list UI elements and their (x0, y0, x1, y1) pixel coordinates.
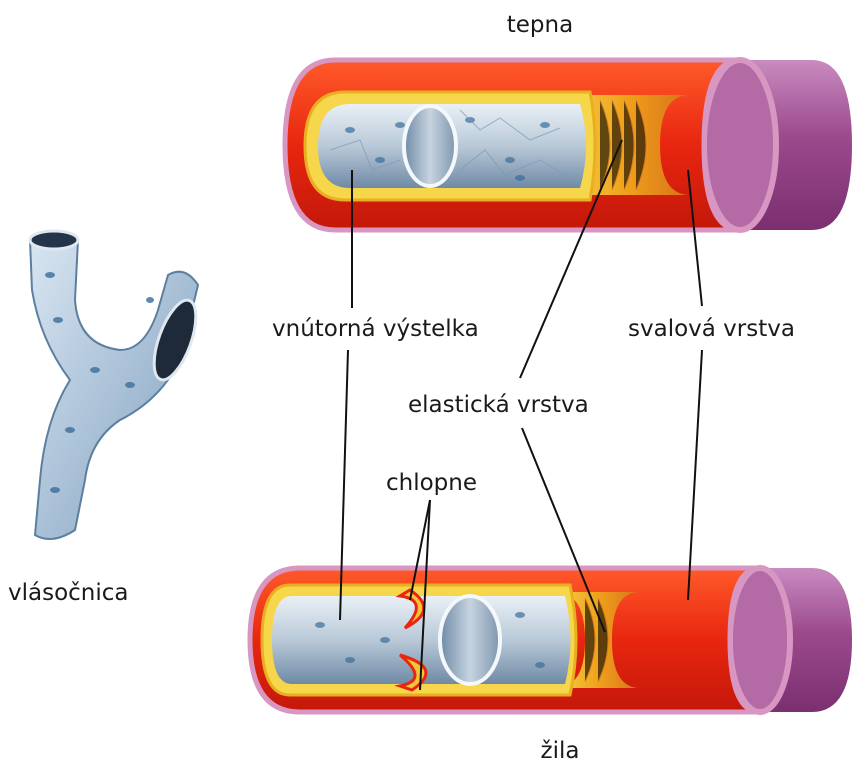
vein-lumen-opening (440, 596, 500, 684)
label-inner-lining: vnútorná výstelka (272, 316, 479, 342)
label-elastic-layer: elastická vrstva (408, 392, 589, 418)
capillary-opening-top (30, 231, 78, 249)
label-vein: žila (541, 738, 580, 764)
leader-muscle-vein (688, 350, 702, 600)
artery-lumen-opening (404, 106, 456, 186)
capillary (30, 231, 204, 539)
vein-outer-wall-rim (730, 568, 790, 712)
capillary-tube (30, 234, 198, 539)
label-artery: tepna (507, 12, 573, 38)
label-muscle-layer: svalová vrstva (628, 316, 795, 342)
artery-outer-wall-rim (704, 60, 776, 230)
label-capillary: vlásočnica (8, 580, 129, 606)
label-valves: chlopne (386, 470, 477, 496)
artery (285, 60, 852, 230)
